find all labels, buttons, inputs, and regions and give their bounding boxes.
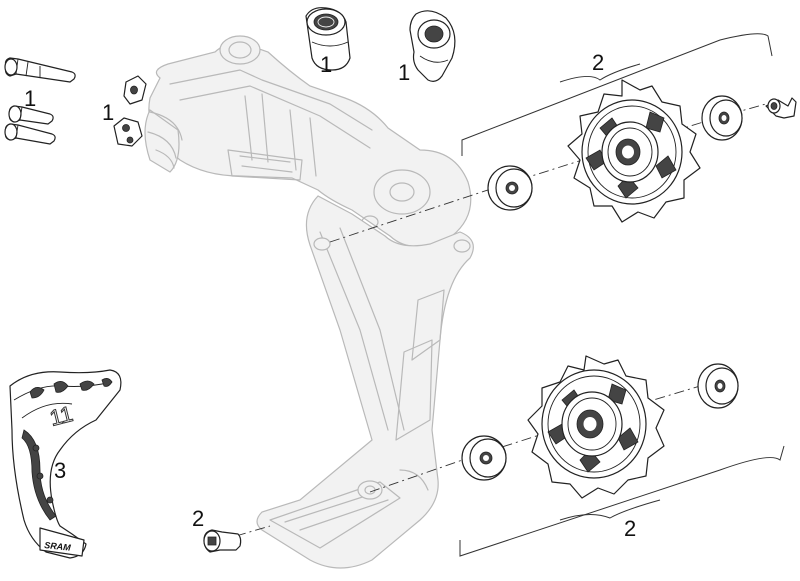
cage-bolt: [203, 529, 242, 553]
cage-ghost: [256, 195, 474, 569]
upper-pulley-washer-inner: [487, 165, 533, 211]
lower-pulley-washer-outer: [697, 363, 739, 409]
callout-bushing: 1: [320, 52, 332, 77]
upper-pulley-washer-outer: [701, 95, 743, 141]
callout-cage-guard: 3: [54, 458, 66, 483]
callout-cable-guide: 1: [398, 60, 410, 85]
lower-bracket-line: [459, 445, 785, 557]
short-bolt-bottom: [4, 123, 56, 145]
callout-cage-bolt: 2: [192, 506, 204, 531]
callout-bolts: 1: [24, 86, 36, 111]
lower-pulley-wheel: [527, 355, 665, 499]
cable-guide: [409, 10, 456, 82]
cable-anchor-top: [123, 75, 147, 105]
cage-guard: 11 SRAM: [9, 369, 122, 559]
callout-upper-pulley-group: 2: [592, 50, 604, 75]
upper-pulley-bolt: [765, 97, 797, 119]
bushing: [305, 7, 351, 71]
short-bolt-middle: [8, 105, 54, 125]
long-bolt-top: [4, 57, 76, 83]
callout-cable-anchor: 1: [102, 100, 114, 125]
upper-bracket-line: [461, 33, 773, 156]
lower-pulley-washer-inner: [461, 435, 507, 481]
derailleur-body-ghost: [144, 35, 472, 248]
callout-lower-pulley-group: 2: [624, 516, 636, 541]
cage-guard-logo: SRAM: [44, 540, 72, 553]
cable-anchor-bottom: [113, 117, 143, 147]
upper-pulley-wheel: [567, 79, 701, 223]
